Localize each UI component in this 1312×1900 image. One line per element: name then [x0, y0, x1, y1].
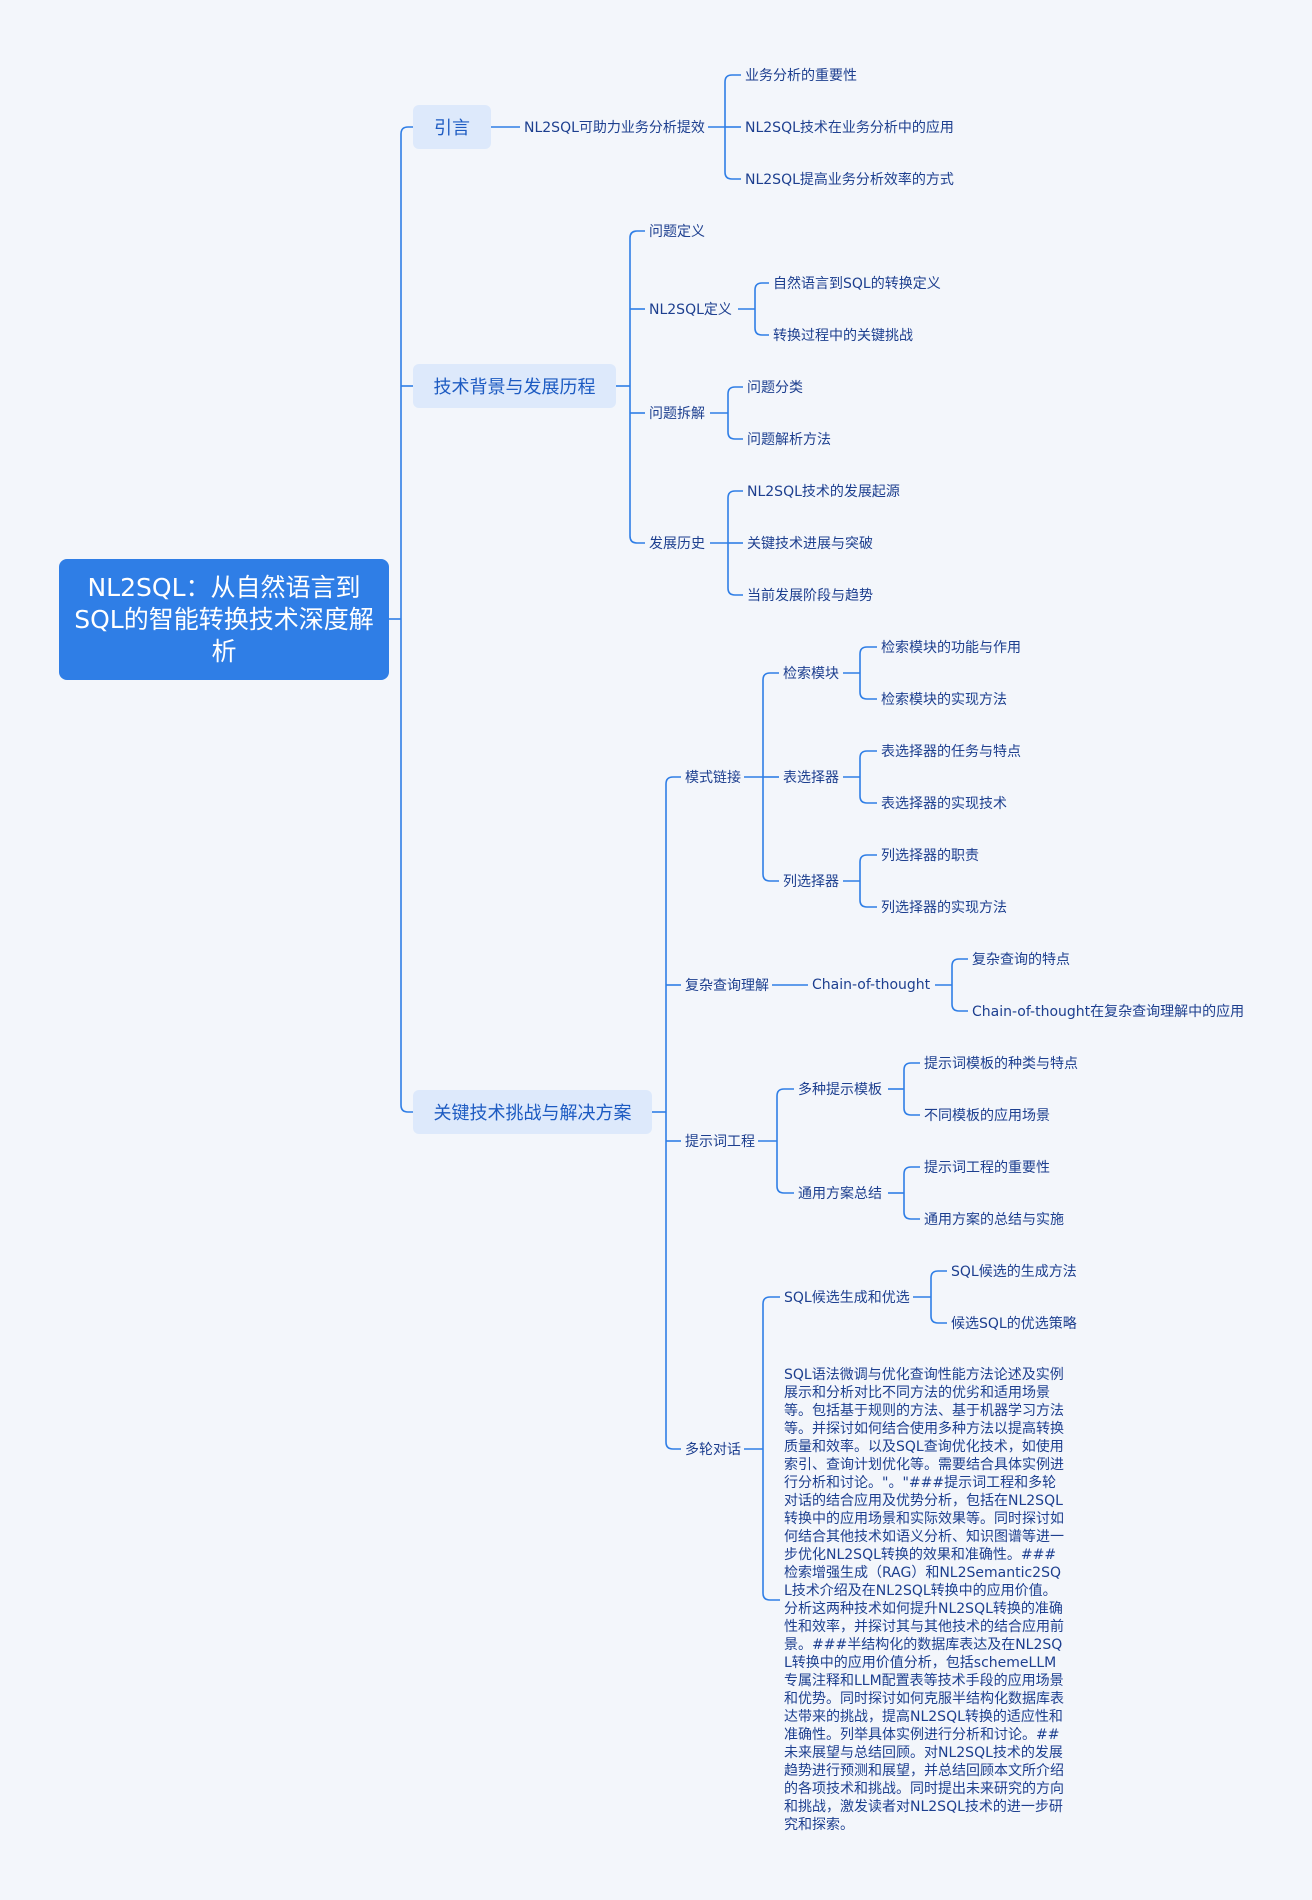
bg-decomp-item-2[interactable]: 问题解析方法 [747, 432, 831, 448]
ch-sqlgen-item-1[interactable]: SQL候选的生成方法 [951, 1264, 1077, 1280]
ch-column-link-branch-0 [859, 854, 877, 863]
ch-cot-link-branch-0 [951, 958, 968, 967]
ch-schema-link-branch-2 [762, 873, 779, 882]
branch-intro[interactable]: 引言 [413, 105, 491, 149]
intro-link-branch-0 [724, 74, 741, 83]
ch-prompt-templates[interactable]: 多种提示模板 [798, 1082, 882, 1098]
intro-mid-topic[interactable]: NL2SQL可助力业务分析提效 [524, 120, 705, 136]
branch-background[interactable]: 技术背景与发展历程 [413, 364, 616, 408]
bg-decomp-link-branch-1 [727, 431, 743, 440]
ch-retrieval-link-branch-1 [859, 691, 877, 700]
ch-sqlgen-item-2[interactable]: 候选SQL的优选策略 [951, 1316, 1077, 1332]
ch-retrieval-link-branch-0 [859, 646, 877, 655]
ch-chain-of-thought[interactable]: Chain-of-thought [812, 977, 931, 993]
root-link-branch-2 [400, 1104, 413, 1113]
bg-nl2sql-definition[interactable]: NL2SQL定义 [649, 302, 732, 318]
ch-table-link-branch-0 [859, 750, 877, 759]
ch-sqlgen-link-branch-1 [930, 1315, 947, 1324]
bg-def-link-branch-0 [754, 282, 769, 291]
ch-cot-link-branch-1 [951, 1003, 968, 1012]
ch-multi-turn[interactable]: 多轮对话 [685, 1442, 741, 1458]
ch-general-link-branch-1 [903, 1211, 920, 1220]
bg-link-branch-0 [629, 230, 645, 239]
bg-nl2sql-def-item-1[interactable]: 自然语言到SQL的转换定义 [773, 276, 941, 292]
intro-item-1[interactable]: 业务分析的重要性 [745, 68, 857, 84]
bg-link-branch-3 [629, 535, 645, 544]
intro-item-3[interactable]: NL2SQL提高业务分析效率的方式 [745, 172, 954, 188]
ch-link-branch-0 [665, 776, 681, 785]
ch-sqlgen-link-branch-0 [930, 1270, 947, 1279]
ch-retrieval-item-1[interactable]: 检索模块的功能与作用 [881, 640, 1021, 656]
ch-prompt-engineering[interactable]: 提示词工程 [685, 1134, 755, 1150]
bg-history-item-1[interactable]: NL2SQL技术的发展起源 [747, 484, 900, 500]
ch-complex-item-1[interactable]: 复杂查询的特点 [972, 952, 1070, 968]
ch-sql-candidates[interactable]: SQL候选生成和优选 [784, 1290, 910, 1306]
ch-general-item-1[interactable]: 提示词工程的重要性 [924, 1160, 1050, 1176]
ch-retrieval-module[interactable]: 检索模块 [783, 666, 839, 682]
ch-table-item-2[interactable]: 表选择器的实现技术 [881, 796, 1007, 812]
ch-table-link-branch-1 [859, 795, 877, 804]
bg-nl2sql-def-item-2[interactable]: 转换过程中的关键挑战 [773, 328, 913, 344]
bg-problem-definition[interactable]: 问题定义 [649, 224, 705, 240]
ch-prompt-link-branch-0 [776, 1088, 794, 1097]
ch-retrieval-item-2[interactable]: 检索模块的实现方法 [881, 692, 1007, 708]
ch-link-branch-3 [665, 1441, 681, 1450]
ch-general-item-2[interactable]: 通用方案的总结与实施 [924, 1212, 1064, 1228]
intro-item-2[interactable]: NL2SQL技术在业务分析中的应用 [745, 120, 954, 136]
root-topic[interactable]: NL2SQL：从自然语言到SQL的智能转换技术深度解析 [59, 559, 389, 680]
bg-def-link-branch-1 [754, 327, 769, 336]
ch-templates-link-branch-1 [903, 1107, 920, 1116]
ch-prompt-link-branch-1 [776, 1185, 794, 1194]
ch-multi-turn-paragraph[interactable]: SQL语法微调与优化查询性能方法论述及实例展示和分析对比不同方法的优劣和适用场景… [784, 1367, 1064, 1833]
ch-complex-item-2[interactable]: Chain-of-thought在复杂查询理解中的应用 [972, 1004, 1245, 1020]
ch-schema-link-branch-0 [762, 672, 779, 681]
bg-history-item-2[interactable]: 关键技术进展与突破 [747, 536, 873, 552]
bg-history-link-branch-0 [727, 490, 743, 499]
ch-templates-link-branch-0 [903, 1062, 920, 1071]
ch-templates-item-1[interactable]: 提示词模板的种类与特点 [924, 1056, 1078, 1072]
bg-history-item-3[interactable]: 当前发展阶段与趋势 [747, 588, 873, 604]
ch-column-selector[interactable]: 列选择器 [783, 874, 839, 890]
ch-multiturn-link-branch-1 [762, 1592, 780, 1601]
ch-column-link-branch-1 [859, 899, 877, 908]
ch-multiturn-link-branch-0 [762, 1296, 780, 1305]
intro-link-branch-2 [724, 171, 741, 180]
ch-schema-linking[interactable]: 模式链接 [685, 770, 741, 786]
bg-history[interactable]: 发展历史 [649, 536, 705, 552]
bg-decomposition[interactable]: 问题拆解 [649, 406, 705, 422]
ch-column-item-1[interactable]: 列选择器的职责 [881, 848, 979, 864]
bg-decomp-item-1[interactable]: 问题分类 [747, 380, 803, 396]
bg-history-link-branch-2 [727, 587, 743, 596]
ch-complex-query[interactable]: 复杂查询理解 [685, 978, 769, 994]
bg-decomp-link-branch-0 [727, 386, 743, 395]
ch-table-selector[interactable]: 表选择器 [783, 770, 839, 786]
ch-column-item-2[interactable]: 列选择器的实现方法 [881, 900, 1007, 916]
ch-templates-item-2[interactable]: 不同模板的应用场景 [924, 1108, 1050, 1124]
branch-challenges[interactable]: 关键技术挑战与解决方案 [413, 1090, 652, 1134]
root-link-branch-0 [400, 126, 413, 135]
ch-general-summary[interactable]: 通用方案总结 [798, 1186, 882, 1202]
ch-table-item-1[interactable]: 表选择器的任务与特点 [881, 744, 1021, 760]
ch-general-link-branch-0 [903, 1166, 920, 1175]
